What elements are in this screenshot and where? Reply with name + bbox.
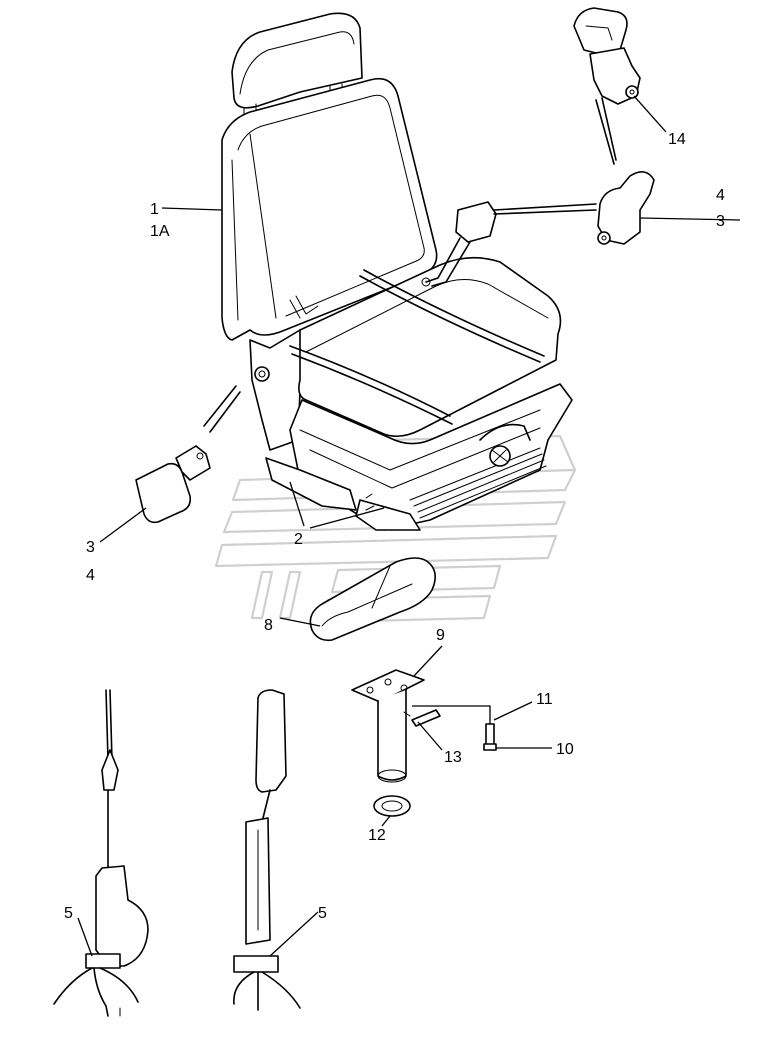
bolt <box>483 723 497 751</box>
hook-bracket-middle <box>233 689 301 1011</box>
seat-belt-buckle-right <box>493 171 655 245</box>
mounting-bracket <box>265 457 357 511</box>
callout-13: 13 <box>444 749 462 766</box>
seat-belt-buckle-mounted <box>421 201 497 287</box>
leader-lines <box>77 95 741 957</box>
callout-5-right: 5 <box>318 905 327 922</box>
callout-14: 14 <box>668 131 686 148</box>
callout-10: 10 <box>556 741 574 758</box>
headrest <box>231 12 363 109</box>
callout-8: 8 <box>264 617 273 634</box>
callout-3-right: 3 <box>716 213 725 230</box>
callout-4-left: 4 <box>86 567 95 584</box>
callout-5-left: 5 <box>64 905 73 922</box>
callout-9: 9 <box>436 627 445 644</box>
seat-assembly <box>221 12 573 531</box>
hook-bracket-left <box>53 689 149 1017</box>
armrest-pad <box>309 557 436 642</box>
callout-1: 1 <box>150 201 159 218</box>
seat-cushion <box>298 256 562 438</box>
callout-2: 2 <box>294 531 303 548</box>
callout-labels: 1 1A 2 3 4 4 3 14 8 9 11 10 13 12 5 5 <box>64 131 725 922</box>
washer <box>373 795 411 817</box>
callout-11: 11 <box>536 691 553 708</box>
belt-retractor-top <box>573 7 641 165</box>
callout-4-right: 4 <box>716 187 725 204</box>
callout-12: 12 <box>368 827 386 844</box>
pin <box>403 709 441 727</box>
armrest-post <box>351 669 425 783</box>
callout-1a: 1A <box>150 223 170 240</box>
callout-3-left: 3 <box>86 539 95 556</box>
seat-belt-latch-left <box>135 385 241 524</box>
